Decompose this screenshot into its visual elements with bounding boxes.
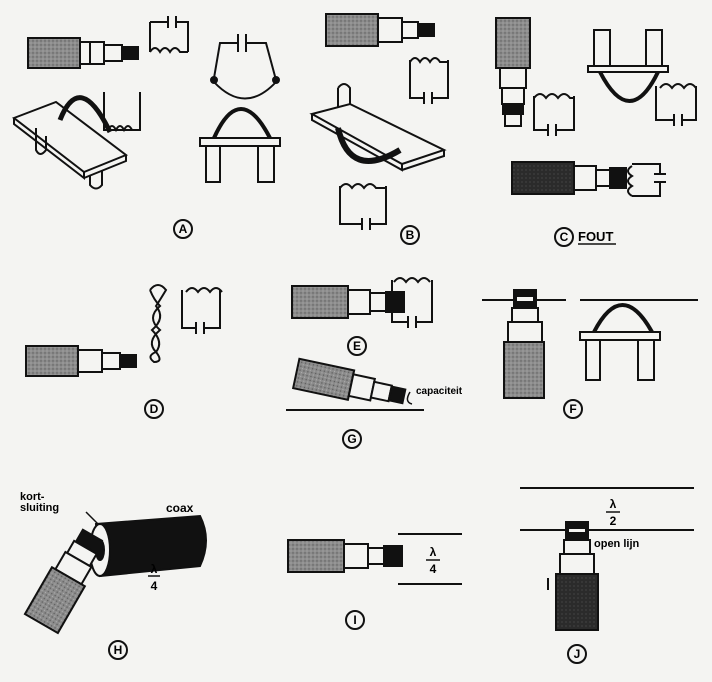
panel-a-label: A [179, 222, 188, 236]
panel-h-note-coax: coax [166, 501, 194, 515]
panel-i [287, 533, 462, 630]
inverted-u-stand-icon [587, 29, 669, 103]
lc-circuit-icon [655, 83, 697, 126]
loop-with-capacitor-icon [210, 34, 280, 100]
trimmer-capacitor-icon [27, 37, 139, 69]
u-stand-icon [199, 107, 281, 183]
lc-circuit-icon [391, 277, 433, 328]
panel-e [291, 277, 433, 356]
panel-h-note-short-2: sluiting [20, 502, 59, 514]
panel-g [286, 357, 424, 449]
label-circle [554, 227, 574, 247]
panel-a [11, 16, 281, 239]
trimmer-capacitor-icon [287, 539, 403, 573]
trimmer-capacitor-vertical-icon [555, 521, 599, 631]
panel-i-lambda: λ [430, 545, 437, 559]
panel-d [25, 284, 223, 419]
label-circle [342, 429, 362, 449]
twisted-wire-icon [149, 284, 168, 364]
lc-circuit-icon [103, 92, 141, 133]
panel-b-label: B [406, 228, 415, 242]
trimmer-on-plane-icon [291, 357, 407, 405]
u-loop-plate-icon [11, 95, 129, 190]
label-circle [173, 219, 193, 239]
trimmer-capacitor-tilted-icon [23, 528, 104, 635]
panel-h-lambda: λ [151, 562, 158, 576]
u-stand-icon [579, 303, 661, 381]
coax-cable-icon [89, 514, 207, 578]
panel-c-label: C [560, 230, 569, 244]
panel-h-note-short-1: kort- [20, 491, 45, 503]
label-circle [400, 225, 420, 245]
label-circle [108, 640, 128, 660]
lc-circuit-icon [339, 183, 387, 230]
panel-i-denominator: 4 [430, 562, 437, 576]
panel-c [495, 17, 697, 247]
lc-circuit-icon [149, 16, 189, 54]
label-circle [563, 399, 583, 419]
panel-c-note: FOUT [578, 229, 613, 244]
panel-i-label: I [353, 613, 356, 627]
lc-circuit-icon [181, 287, 223, 334]
panel-b [309, 13, 449, 245]
panel-j-lambda: λ [610, 497, 617, 511]
u-loop-plate-icon [309, 83, 447, 172]
trimmer-capacitor-vertical-icon [495, 17, 531, 127]
panel-h-label: H [114, 643, 123, 657]
lc-circuit-icon [627, 163, 666, 197]
trimmer-capacitor-vertical-icon [503, 289, 545, 399]
label-circle [345, 610, 365, 630]
panel-g-note: capaciteit [416, 386, 463, 397]
panel-h-denominator: 4 [151, 579, 158, 593]
panel-h [23, 511, 207, 660]
trimmer-capacitor-icon [25, 345, 137, 377]
panel-j-note-line: open lijn [594, 538, 640, 550]
trimmer-capacitor-icon [325, 13, 435, 47]
panel-f-label: F [569, 402, 576, 416]
panel-d-label: D [150, 402, 159, 416]
panel-j-label: J [574, 647, 581, 661]
panel-e-label: E [353, 339, 361, 353]
label-circle [144, 399, 164, 419]
panel-f [482, 289, 698, 419]
lc-circuit-icon [533, 93, 575, 136]
label-circle [347, 336, 367, 356]
panel-g-label: G [347, 432, 356, 446]
panel-j [520, 487, 694, 664]
panel-j-denominator: 2 [610, 514, 617, 528]
label-circle [567, 644, 587, 664]
lc-circuit-icon [409, 57, 449, 104]
trimmer-capacitor-icon [511, 161, 627, 195]
trimmer-capacitor-icon [291, 285, 405, 319]
